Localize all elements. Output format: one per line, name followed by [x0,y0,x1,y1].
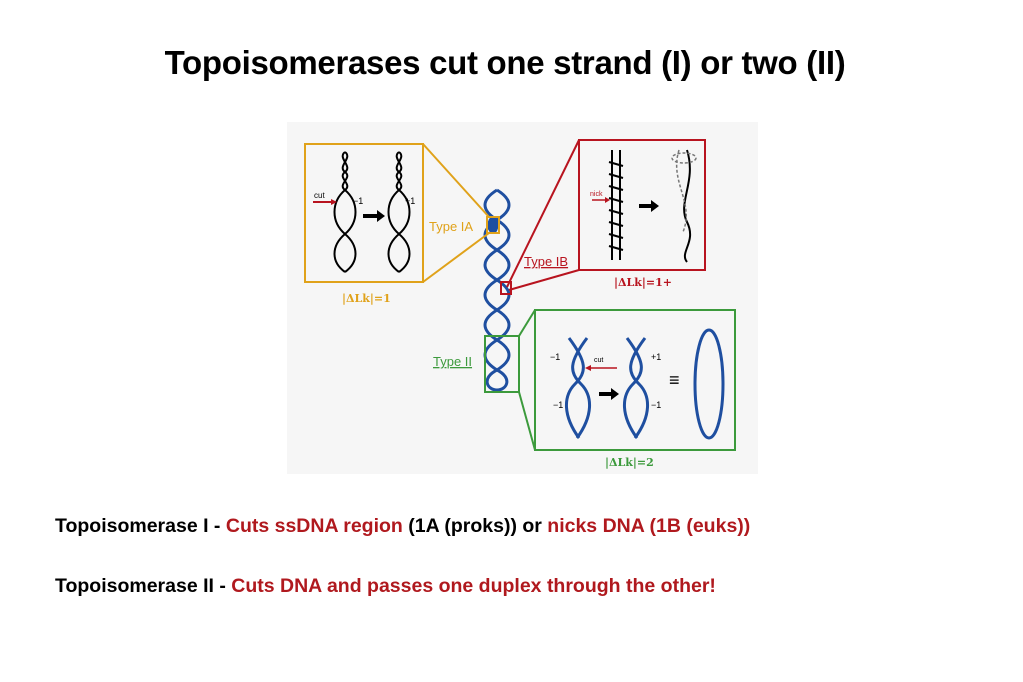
type-ii-panel: cut −1 −1 +1 −1 ≡ |ΔLk|=2 Type II [433,309,736,469]
topo1-red-1: Cuts ssDNA region [225,515,403,537]
type-ib-panel: nick |ΔLk|=1+ Type IB [500,139,706,295]
type-ia-cut-label: cut [314,191,325,200]
type-ia-minus-label: −1 [353,196,363,206]
type-ii-delta-label: |ΔLk|=2 [605,456,654,469]
type-ia-panel: cut −1 +1 |ΔLk|=1 Type IA [304,143,500,305]
type-ib-delta-label: |ΔLk|=1+ [614,276,672,289]
topo2-prefix: Topoisomerase II - [55,575,232,597]
type-ii-minus-right-label: −1 [651,400,661,410]
topo1-prefix: Topoisomerase I - [55,515,226,537]
type-ii-cut-label: cut [594,357,603,364]
type-ia-plus-label: +1 [405,196,415,206]
type-ib-nick-label: nick [590,191,603,198]
topo1-red-2: nicks DNA (1B (euks)) [547,515,751,537]
slide-title: Topoisomerases cut one strand (I) or two… [164,44,846,81]
topoisomerase-i-line: Topoisomerase I - Cuts ssDNA region (1A … [55,515,750,538]
type-ii-minus-bottom-label: −1 [553,400,563,410]
type-ia-delta-label: |ΔLk|=1 [342,292,391,305]
type-ii-plus-top-label: +1 [651,352,661,362]
diagram-svg: cut −1 +1 |ΔLk|=1 Type IA nick |ΔLk|=1 [304,139,736,469]
type-ii-label: Type II [433,354,472,369]
topo2-red: Cuts DNA and passes one duplex through t… [231,575,716,597]
topo1-mid: (1A (proks)) or [402,515,548,537]
central-supercoiled-dna [483,188,511,392]
equivalence-symbol: ≡ [669,370,680,390]
type-ib-label: Type IB [524,254,568,269]
type-ia-label: Type IA [429,219,473,234]
type-ii-minus-top-label: −1 [550,352,560,362]
topoisomerase-diagram: cut −1 +1 |ΔLk|=1 Type IA nick |ΔLk|=1 [287,122,758,474]
topoisomerase-ii-line: Topoisomerase II - Cuts DNA and passes o… [55,575,716,598]
